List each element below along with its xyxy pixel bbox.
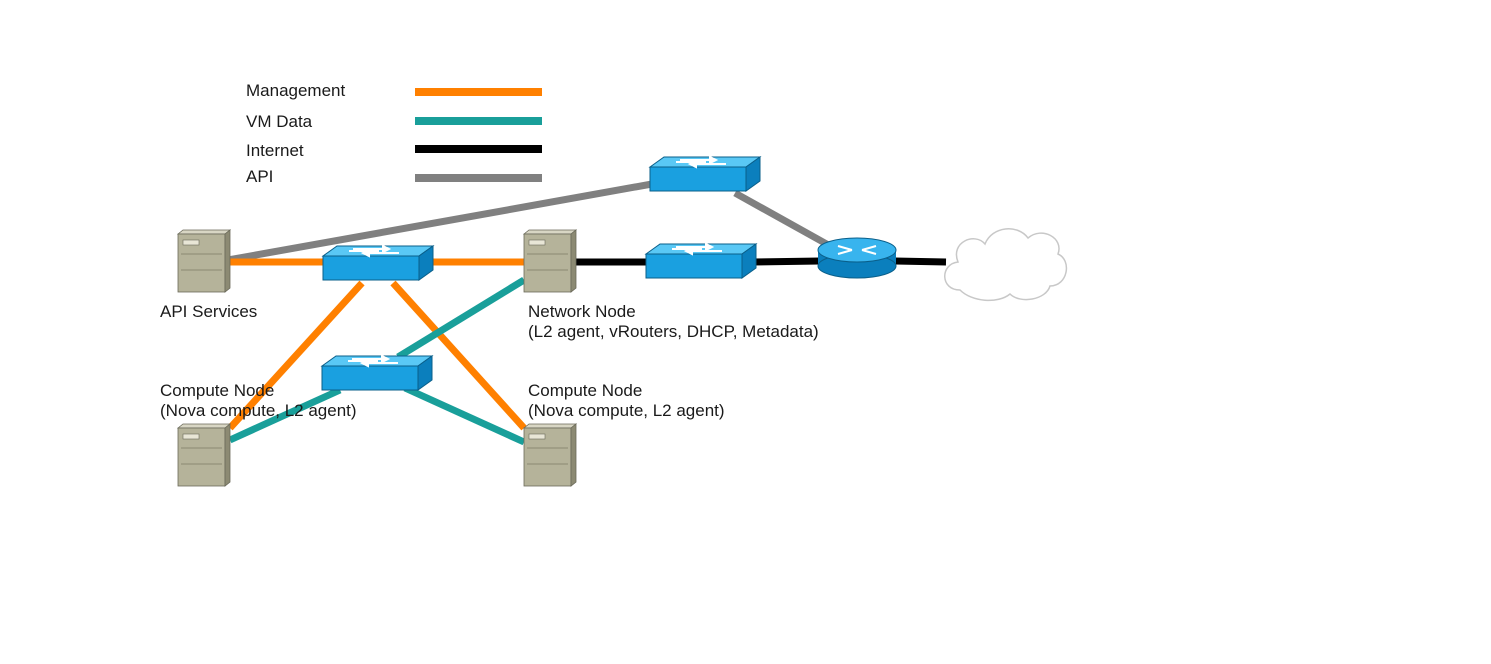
- api-switch-icon: [649, 156, 761, 192]
- network-node-subtitle: (L2 agent, vRouters, DHCP, Metadata): [528, 322, 819, 341]
- link-mgmt-switch-to-compute-1: [227, 280, 365, 431]
- link-mgmt-switch-to-compute-2: [390, 280, 527, 431]
- compute-node-1-server-icon: [177, 423, 231, 487]
- api-services-label: API Services: [160, 302, 258, 321]
- router-icon: [817, 237, 897, 279]
- legend-label-management: Management: [246, 81, 346, 100]
- compute-node-2-server-icon: [523, 423, 577, 487]
- link-ext-switch-to-router: [751, 257, 821, 266]
- data-switch-icon: [321, 355, 433, 391]
- legend-label-vm-data: VM Data: [246, 112, 313, 131]
- link-api-services-to-api-switch: [227, 180, 653, 264]
- api-services-server-icon: [177, 229, 231, 293]
- legend-label-api: API: [246, 167, 274, 186]
- compute-node-2-title: Compute Node: [528, 381, 643, 400]
- link-data-switch-to-compute-1: [228, 386, 342, 444]
- mgmt-switch-icon: [322, 245, 434, 281]
- compute-node-1-subtitle: (Nova compute, L2 agent): [160, 401, 357, 420]
- network-node-title: Network Node: [528, 302, 636, 321]
- link-router-to-internet: [894, 257, 947, 266]
- network-node-server-icon: [523, 229, 577, 293]
- external-switch-icon: [645, 243, 757, 279]
- legend-label-internet: Internet: [246, 141, 304, 160]
- link-network-node-to-data-switch: [396, 277, 526, 360]
- link-data-switch-to-compute-2: [403, 384, 526, 446]
- compute-node-1-title: Compute Node: [160, 381, 275, 400]
- compute-node-2-subtitle: (Nova compute, L2 agent): [528, 401, 725, 420]
- cloud-icon: [944, 228, 1068, 302]
- link-api-switch-to-router: [733, 189, 834, 251]
